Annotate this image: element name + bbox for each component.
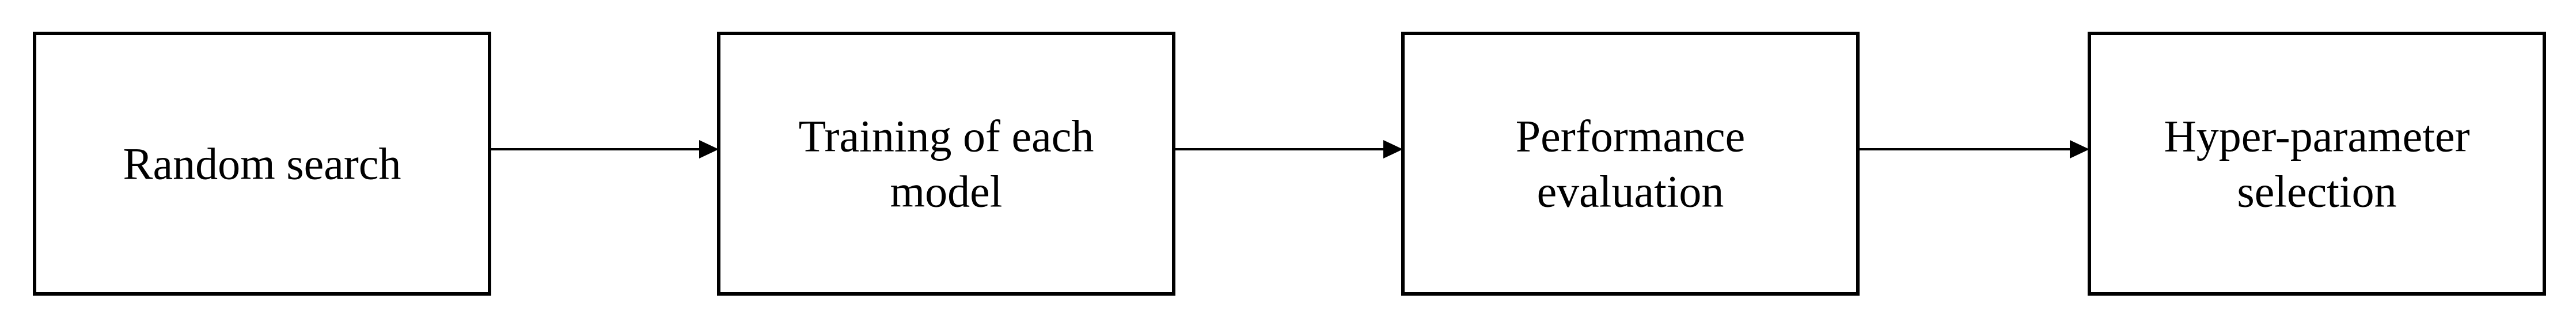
node-label-training-line-2: model [890,167,1003,217]
arrow-head-1 [699,140,719,158]
node-training: Training of each model [717,32,1175,296]
node-label-hyper-parameter-line-2: selection [2237,167,2396,217]
node-box-training [717,32,1175,296]
node-label-performance-line-1: Performance [1516,111,1745,161]
node-box-hyper-parameter [2088,32,2546,296]
node-label-hyper-parameter-line-1: Hyper-parameter [2164,111,2469,161]
arrow-head-3 [2070,140,2089,158]
node-random-search: Random search [33,32,491,296]
node-label-random-search-line-1: Random search [123,139,401,189]
node-performance: Performance evaluation [1401,32,1860,296]
nodes-layer: Random search Training of each model Perfor… [33,32,2546,296]
arrow-performance-to-hyper-parameter [1858,140,2089,158]
arrow-training-to-performance [1174,140,1403,158]
arrow-head-2 [1383,140,1403,158]
node-label-performance-line-2: evaluation [1537,167,1724,217]
node-hyper-parameter: Hyper-parameter selection [2088,32,2546,296]
edges-layer [490,140,2089,158]
node-label-training-line-1: Training of each [799,111,1094,161]
arrow-random-search-to-training [490,140,719,158]
node-box-random-search [33,32,491,296]
node-box-performance [1401,32,1860,296]
